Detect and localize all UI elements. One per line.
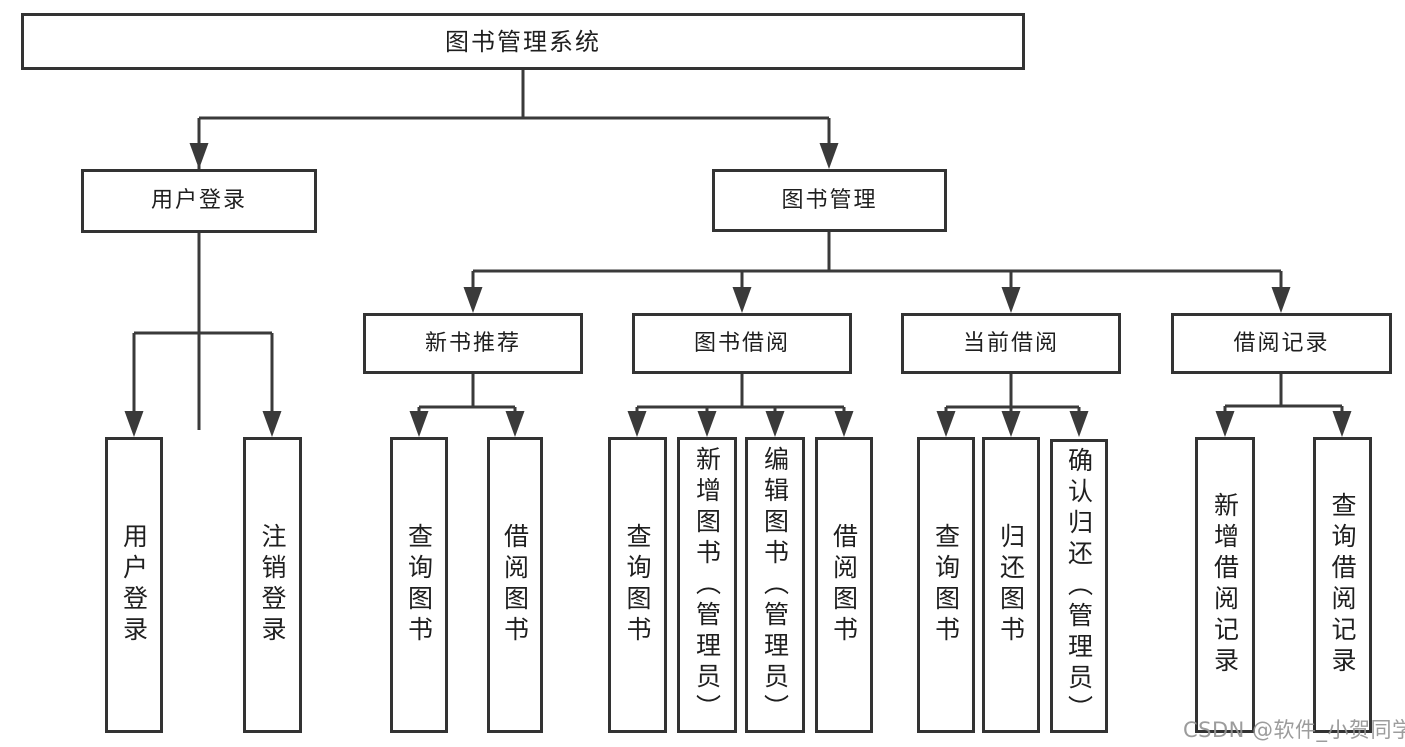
node-label: 归还图书 bbox=[996, 523, 1026, 647]
arrowhead bbox=[262, 411, 282, 437]
node-book-management: 图书管理 bbox=[712, 169, 947, 232]
arrowhead bbox=[409, 411, 429, 437]
node-label: 借阅图书 bbox=[500, 523, 530, 647]
node-book-borrow: 图书借阅 bbox=[632, 313, 852, 374]
node-label: 注销登录 bbox=[258, 523, 287, 647]
node-label: 借阅记录 bbox=[1233, 330, 1330, 356]
node-label: 新书推荐 bbox=[424, 330, 521, 356]
arrowhead bbox=[819, 143, 839, 169]
node-new-book-recommend: 新书推荐 bbox=[363, 313, 583, 374]
watermark-text: CSDN @软件_小贺同学 bbox=[1183, 718, 1405, 742]
leaf-query-books-borrow: 查询图书 bbox=[608, 437, 667, 733]
node-label: 查询借阅记录 bbox=[1328, 492, 1357, 678]
leaf-user-login: 用户登录 bbox=[105, 437, 163, 733]
node-label: 当前借阅 bbox=[962, 330, 1059, 356]
leaf-query-books-recommend: 查询图书 bbox=[390, 437, 448, 733]
node-label: 查询图书 bbox=[404, 523, 434, 647]
arrowhead bbox=[765, 411, 785, 437]
leaf-logout: 注销登录 bbox=[243, 437, 302, 733]
leaf-borrow-books: 借阅图书 bbox=[815, 437, 873, 733]
arrowheads bbox=[124, 143, 1352, 437]
node-user-login: 用户登录 bbox=[81, 169, 317, 233]
leaf-return-book: 归还图书 bbox=[982, 437, 1040, 733]
node-label: 图书管理系统 bbox=[445, 27, 601, 56]
arrowhead bbox=[1001, 287, 1021, 313]
arrowhead bbox=[732, 287, 752, 313]
leaf-query-books-current: 查询图书 bbox=[917, 437, 975, 733]
leaf-add-book-admin: 新增图书（管理员） bbox=[677, 437, 737, 733]
leaf-add-borrow-record: 新增借阅记录 bbox=[1195, 437, 1255, 733]
node-root: 图书管理系统 bbox=[21, 13, 1025, 70]
leaf-query-borrow-record: 查询借阅记录 bbox=[1313, 437, 1372, 733]
arrowhead bbox=[1069, 411, 1089, 437]
node-label: 新增图书（管理员） bbox=[692, 445, 722, 725]
node-label: 图书管理 bbox=[781, 187, 878, 213]
node-label: 图书借阅 bbox=[693, 330, 790, 356]
node-label: 用户登录 bbox=[119, 523, 149, 647]
leaf-confirm-return-admin: 确认归还（管理员） bbox=[1050, 439, 1108, 733]
node-label: 用户登录 bbox=[150, 188, 247, 213]
arrowhead bbox=[627, 411, 647, 437]
arrowhead bbox=[1215, 411, 1235, 437]
arrowhead bbox=[124, 411, 144, 437]
node-label: 借阅图书 bbox=[829, 523, 859, 647]
node-borrow-records: 借阅记录 bbox=[1171, 313, 1392, 374]
arrowhead bbox=[697, 411, 717, 437]
node-current-borrow: 当前借阅 bbox=[901, 313, 1121, 374]
tree-edges bbox=[132, 70, 1344, 430]
arrowhead bbox=[936, 411, 956, 437]
node-label: 查询图书 bbox=[931, 523, 961, 647]
node-label: 确认归还（管理员） bbox=[1064, 446, 1094, 726]
arrowhead bbox=[463, 287, 483, 313]
arrowhead bbox=[1001, 411, 1021, 437]
arrowhead bbox=[189, 143, 209, 169]
leaf-edit-book-admin: 编辑图书（管理员） bbox=[745, 437, 805, 733]
arrowhead bbox=[834, 411, 854, 437]
arrowhead bbox=[1332, 411, 1352, 437]
node-label: 新增借阅记录 bbox=[1210, 492, 1240, 678]
node-label: 查询图书 bbox=[623, 523, 652, 647]
leaf-borrow-books-recommend: 借阅图书 bbox=[487, 437, 543, 733]
arrowhead bbox=[505, 411, 525, 437]
node-label: 编辑图书（管理员） bbox=[760, 445, 790, 725]
arrowhead bbox=[1271, 287, 1291, 313]
